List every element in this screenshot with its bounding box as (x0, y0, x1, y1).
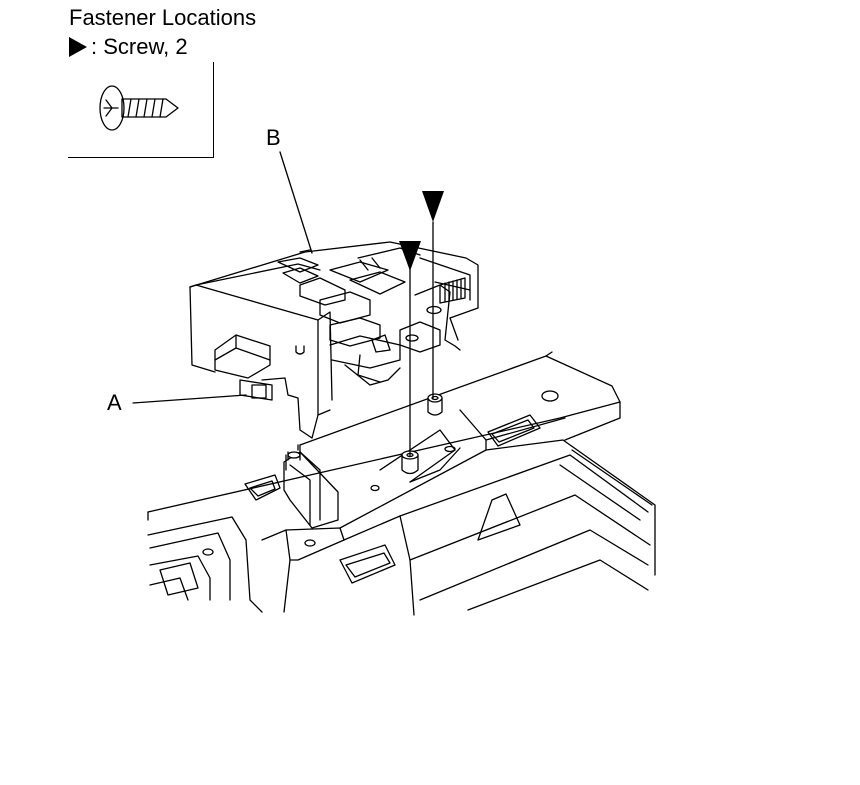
base-bracket (283, 444, 339, 529)
screw-alignment-lines (409, 221, 434, 457)
fastener-locations-title: Fastener Locations (69, 5, 257, 30)
base-frame (147, 351, 656, 616)
assembly-b-spring (439, 277, 466, 304)
screw-legend-label: Screw, 2 (103, 34, 188, 59)
screw-markers (399, 191, 444, 271)
triangle-marker-icon (69, 37, 87, 57)
screw-legend: : Screw, 2 (69, 34, 188, 60)
callout-b: B (266, 125, 281, 150)
screw-separator: : (91, 34, 104, 59)
assembly-b (189, 241, 479, 439)
legend-box (68, 62, 214, 158)
callout-a: A (107, 390, 122, 415)
screw-marker-icon (399, 241, 421, 271)
screw-icon (99, 85, 179, 131)
screw-marker-icon (422, 191, 444, 222)
callout-leaders (132, 151, 313, 404)
